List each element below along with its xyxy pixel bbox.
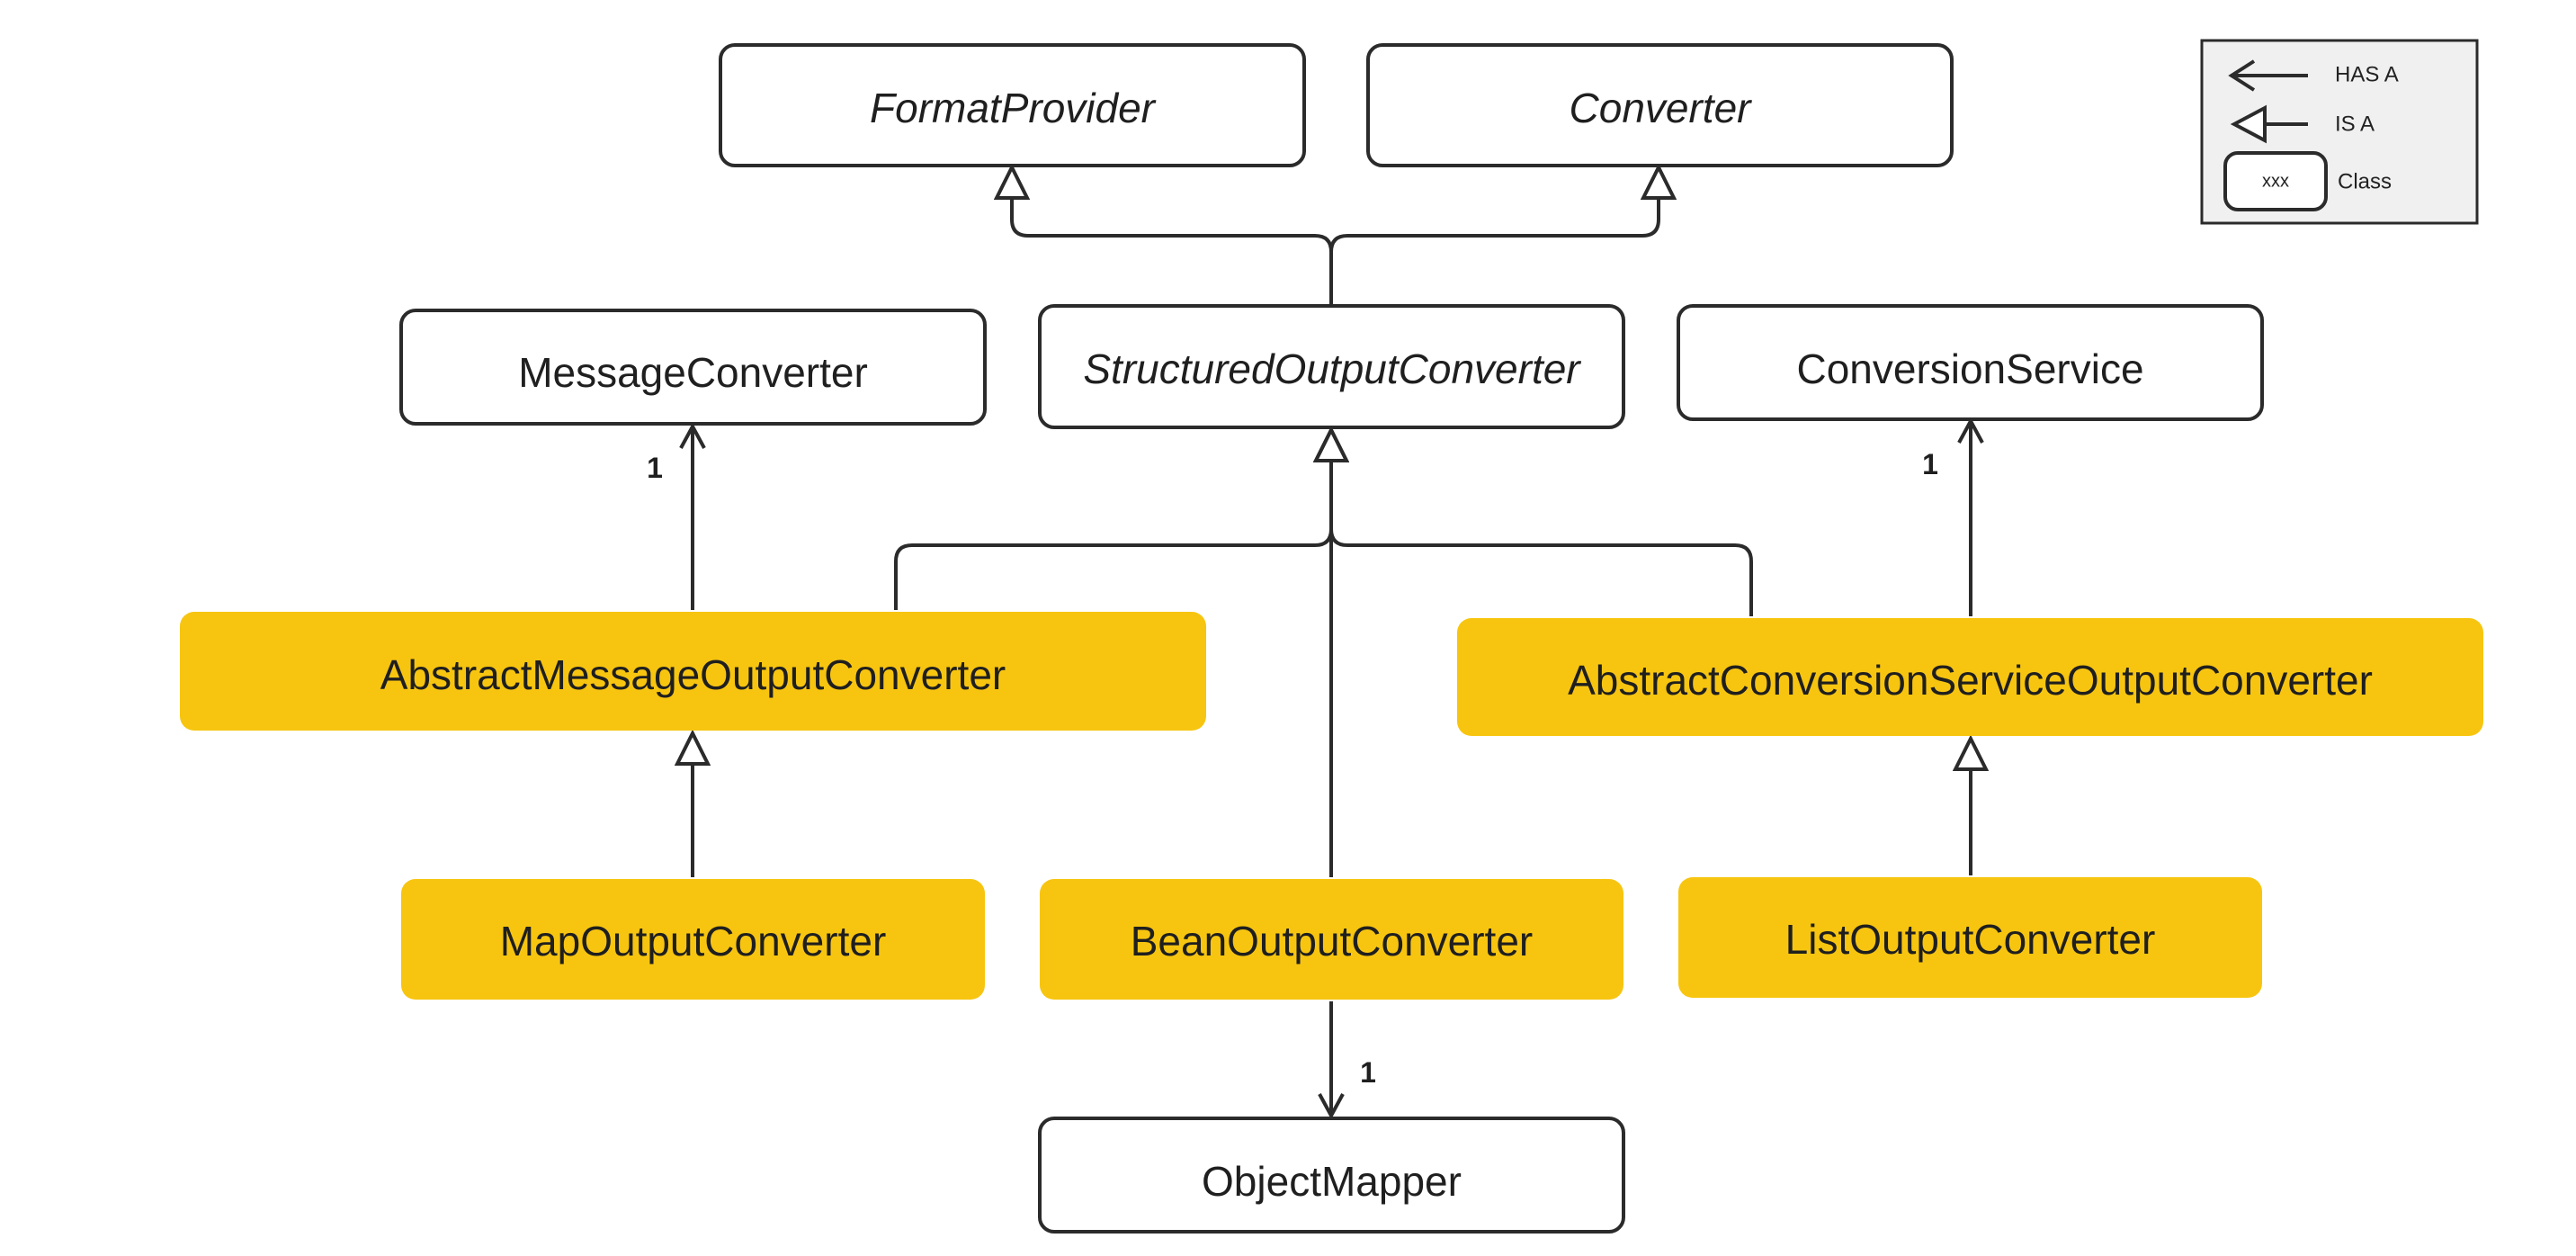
- box-object-mapper[interactable]: ObjectMapper: [1038, 1117, 1625, 1234]
- box-converter[interactable]: Converter: [1366, 43, 1954, 167]
- box-list-output-converter[interactable]: ListOutputConverter: [1678, 877, 2262, 998]
- box-abstract-message-output-converter-shape: [180, 612, 1206, 731]
- box-object-mapper-label: ObjectMapper: [1202, 1158, 1462, 1205]
- box-message-converter[interactable]: MessageConverter: [399, 309, 987, 426]
- legend-has-a-label: HAS A: [2335, 62, 2399, 86]
- box-bean-output-converter-shape: [1040, 879, 1623, 1000]
- box-abstract-message-output-converter-label: AbstractMessageOutputConverter: [380, 651, 1006, 698]
- legend-is-a-triangle-icon: [2230, 104, 2308, 144]
- box-object-mapper-shape: [1038, 1117, 1625, 1234]
- legend-class-sample-text: xxx: [2262, 171, 2289, 191]
- box-message-converter-shape: [399, 309, 987, 426]
- box-conversion-service-shape: [1677, 304, 2264, 421]
- legend-has-a-arrow-icon: [2228, 59, 2308, 92]
- legend-class-sample-box: [2223, 151, 2328, 211]
- isa-edge-abstract-conversion-to-structured: [1331, 430, 1753, 616]
- box-structured-output-converter[interactable]: StructuredOutputConverter: [1038, 304, 1625, 429]
- box-conversion-service[interactable]: ConversionService: [1677, 304, 2264, 421]
- legend-is-a-label: IS A: [2335, 112, 2375, 136]
- isa-edge-abstract-message-to-structured: [894, 430, 1331, 610]
- box-abstract-conversion-service-output-converter-shape: [1457, 618, 2483, 736]
- box-structured-output-converter-label: StructuredOutputConverter: [1083, 345, 1581, 392]
- box-map-output-converter-shape: [401, 879, 985, 1000]
- box-format-provider[interactable]: FormatProvider: [719, 43, 1306, 167]
- box-format-provider-label: FormatProvider: [870, 85, 1157, 131]
- box-converter-label: Converter: [1570, 85, 1753, 131]
- box-bean-output-converter-label: BeanOutputConverter: [1131, 918, 1534, 964]
- legend: HAS A IS A xxx Class: [2200, 39, 2479, 225]
- box-bean-output-converter[interactable]: BeanOutputConverter: [1040, 879, 1623, 1000]
- box-map-output-converter-label: MapOutputConverter: [500, 918, 887, 964]
- box-message-converter-label: MessageConverter: [518, 349, 868, 396]
- box-abstract-conversion-service-output-converter[interactable]: AbstractConversionServiceOutputConverter: [1457, 618, 2483, 736]
- box-converter-shape: [1366, 43, 1954, 167]
- box-conversion-service-label: ConversionService: [1796, 345, 2143, 392]
- legend-class-label: Class: [2338, 169, 2392, 193]
- box-list-output-converter-shape: [1678, 877, 2262, 998]
- isa-edge-structured-to-formatprovider: [1012, 167, 1333, 304]
- isa-edge-structured-to-converter: [1329, 167, 1659, 304]
- multiplicity-label-objectmapper: 1: [1360, 1056, 1376, 1089]
- box-abstract-message-output-converter[interactable]: AbstractMessageOutputConverter: [180, 612, 1206, 731]
- box-list-output-converter-label: ListOutputConverter: [1785, 916, 2156, 963]
- box-structured-output-converter-shape: [1038, 304, 1625, 429]
- box-abstract-conversion-service-output-converter-label: AbstractConversionServiceOutputConverter: [1568, 657, 2373, 704]
- multiplicity-label-messageconverter: 1: [647, 452, 663, 484]
- multiplicity-label-conversionservice: 1: [1922, 448, 1938, 480]
- box-map-output-converter[interactable]: MapOutputConverter: [401, 879, 985, 1000]
- box-format-provider-shape: [719, 43, 1306, 167]
